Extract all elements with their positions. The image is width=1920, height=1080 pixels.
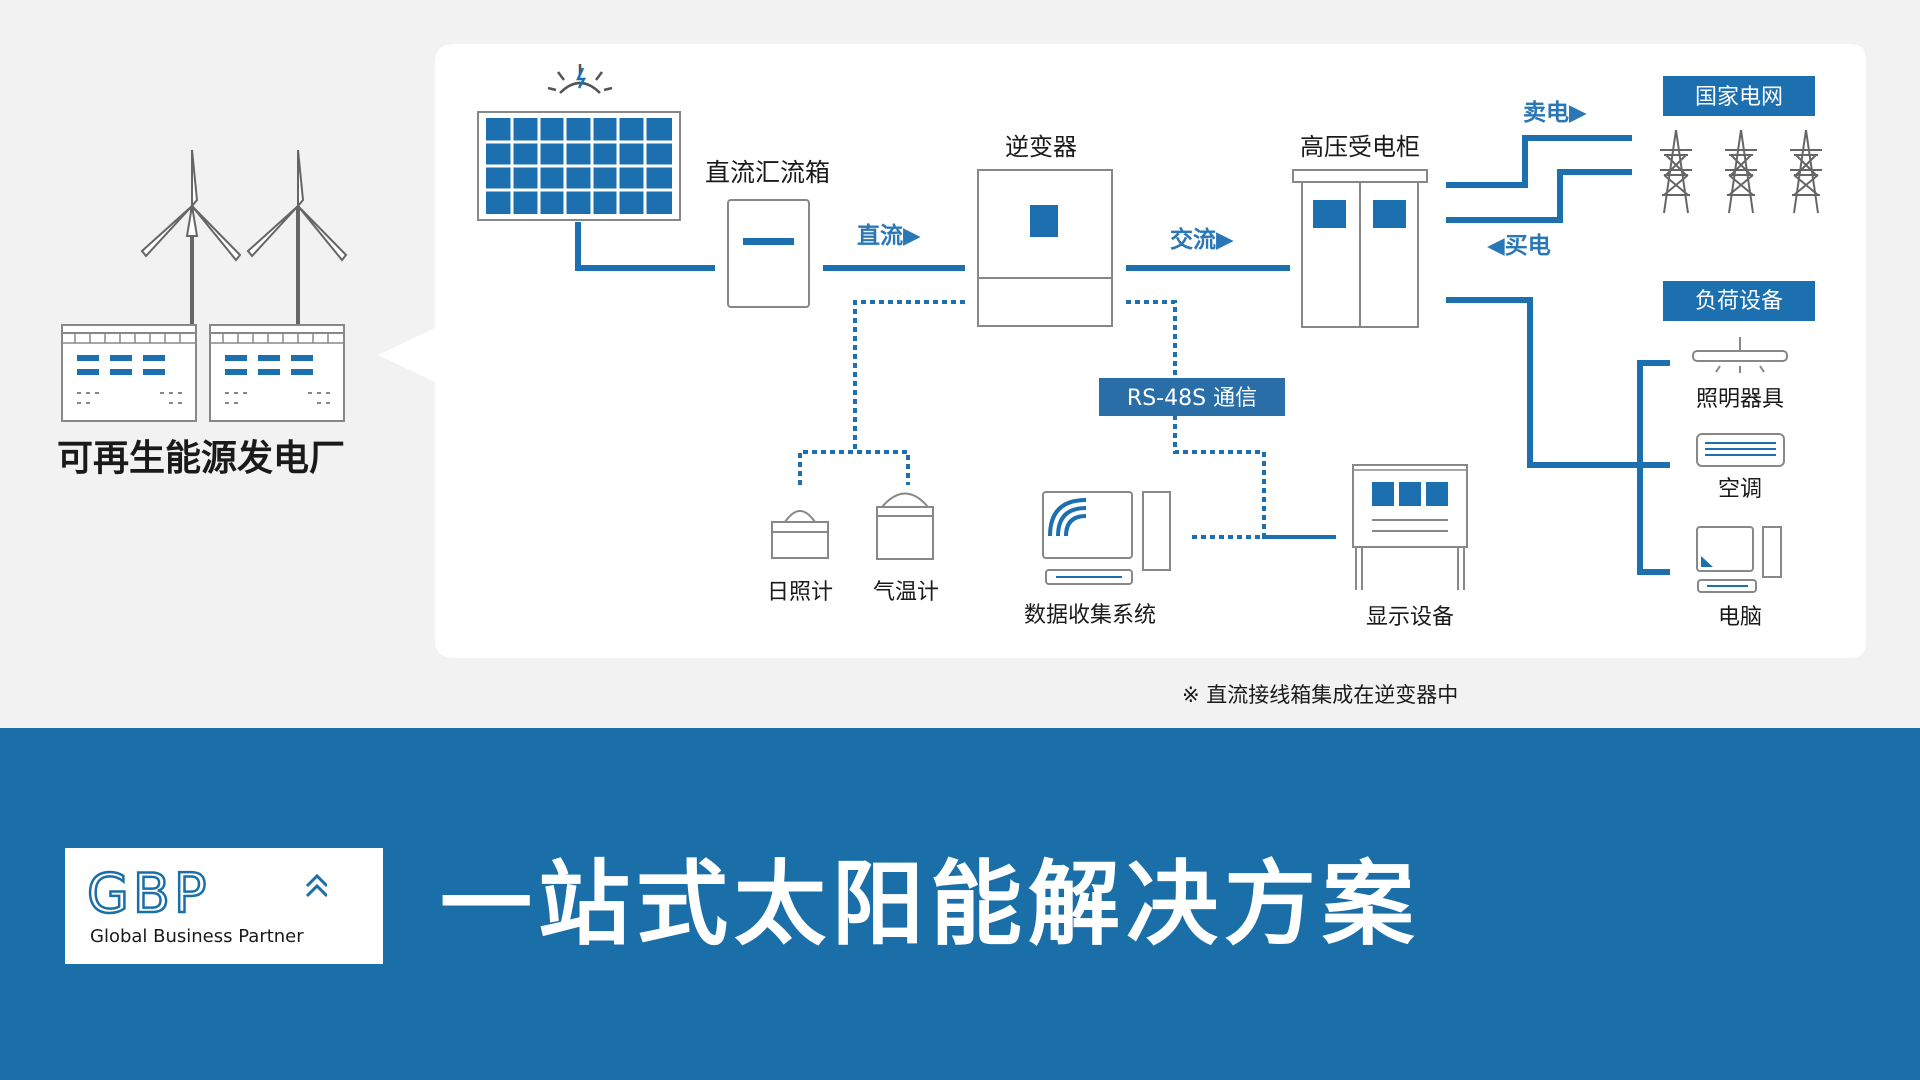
gbp-logo-letters: GBP <box>87 864 210 924</box>
gbp-logo-mark: GBP <box>87 864 327 924</box>
load-devices-badge <box>1663 281 1815 321</box>
computer-label: 电脑 <box>1718 605 1762 630</box>
pyranometer-icon <box>771 510 829 559</box>
power-plant-icon <box>61 149 348 422</box>
power-plant-label: 可再生能源发电厂 <box>57 438 345 479</box>
solar-panel-icon <box>477 111 681 221</box>
rs485-label: RS-48S 通信 <box>1127 386 1257 411</box>
thermometer-icon <box>876 492 934 560</box>
gbp-logo: GBP Global Business Partner <box>65 848 383 964</box>
display-device-label: 显示设备 <box>1366 605 1454 630</box>
hv-cabinet-icon <box>1292 169 1428 328</box>
data-system-label: 数据收集系统 <box>1024 603 1156 628</box>
sun-icon <box>547 64 613 94</box>
double-chevron-up-icon <box>305 873 327 898</box>
power-lines <box>575 135 1670 575</box>
data-system-icon <box>1042 491 1171 585</box>
load-devices-label: 负荷设备 <box>1695 289 1783 314</box>
combiner-box-label: 直流汇流箱 <box>705 158 830 187</box>
computer-icon <box>1696 526 1782 593</box>
pyranometer-label: 日照计 <box>767 580 833 605</box>
lighting-icon <box>1692 337 1788 373</box>
comm-lines <box>798 300 1336 539</box>
page-title: 一站式太阳能解决方案 <box>440 851 1421 958</box>
dc-flow-label: 直流▶ <box>857 222 921 249</box>
diagram-card <box>378 44 1866 658</box>
sell-flow-label: 卖电▶ <box>1523 100 1587 126</box>
thermometer-label: 气温计 <box>873 580 939 605</box>
display-device-icon <box>1352 464 1468 590</box>
lighting-label: 照明器具 <box>1696 387 1784 412</box>
footnote: ※ 直流接线箱集成在逆变器中 <box>1182 683 1458 707</box>
air-conditioner-icon <box>1696 433 1785 467</box>
state-grid-badge <box>1663 76 1815 116</box>
rs485-badge <box>1099 378 1285 416</box>
air-conditioner-label: 空调 <box>1718 477 1762 502</box>
combiner-box-icon <box>727 199 810 308</box>
state-grid-label: 国家电网 <box>1695 85 1783 110</box>
logo-caption: Global Business Partner <box>90 926 304 947</box>
ac-flow-label: 交流▶ <box>1170 226 1234 253</box>
transmission-tower-icon <box>1660 129 1822 214</box>
buy-flow-label: ◀买电 <box>1487 233 1551 259</box>
hv-cabinet-label: 高压受电柜 <box>1300 133 1420 161</box>
inverter-icon <box>977 169 1113 327</box>
inverter-label: 逆变器 <box>1005 133 1077 161</box>
